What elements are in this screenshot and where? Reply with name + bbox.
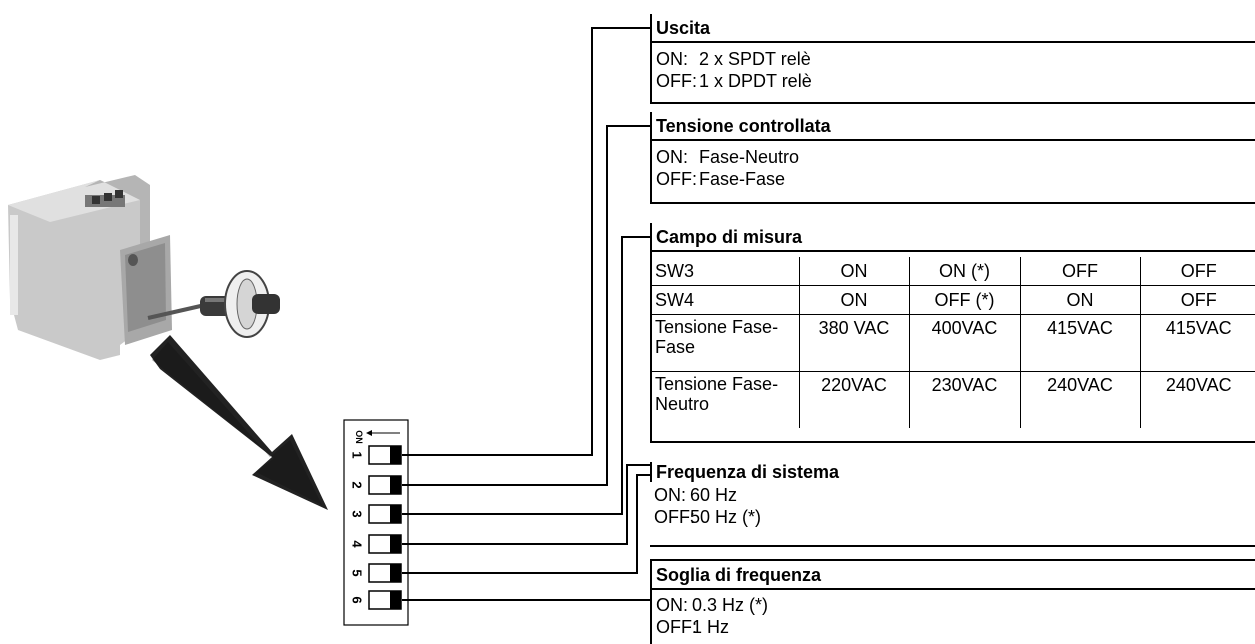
table-cell: 415VAC <box>1140 315 1255 372</box>
dip-switch-knob <box>390 505 401 523</box>
frequenza-option-off: OFF: 50 Hz (*) <box>654 506 1255 528</box>
option-key: OFF: <box>656 70 699 92</box>
option-value: 50 Hz (*) <box>690 506 761 528</box>
frequenza-option-on: ON: 60 Hz <box>654 484 1255 506</box>
section-soglia-title: Soglia di frequenza <box>652 559 1255 590</box>
uscita-options: ON: 2 x SPDT relè OFF: 1 x DPDT relè <box>652 43 1255 92</box>
option-value: Fase-Neutro <box>699 146 799 168</box>
dip-position-number: 1 <box>350 451 365 458</box>
soglia-option-on: ON: 0.3 Hz (*) <box>656 594 1255 616</box>
dip-switch-knob <box>390 535 401 553</box>
dip-position-number: 4 <box>350 540 365 548</box>
option-key: OFF: <box>656 168 699 190</box>
option-value: Fase-Fase <box>699 168 785 190</box>
table-cell: 240VAC <box>1020 372 1140 429</box>
section-frequenza-title: Frequenza di sistema <box>650 462 1255 482</box>
frequenza-options: ON: 60 Hz OFF: 50 Hz (*) <box>650 482 1255 528</box>
table-row: Tensione Fase-Neutro 220VAC 230VAC 240VA… <box>652 372 1255 429</box>
table-cell: OFF (*) <box>909 286 1020 315</box>
table-cell: 415VAC <box>1020 315 1140 372</box>
row-label-sw4: SW4 <box>652 286 799 315</box>
dip-switch-knob <box>390 591 401 609</box>
section-campo-di-misura: Campo di misura SW3 ON ON (*) OFF OFF SW… <box>650 223 1255 443</box>
table-cell: OFF <box>1140 286 1255 315</box>
connector-sw1 <box>402 28 650 455</box>
option-key: ON: <box>654 484 690 506</box>
dip-switch-knob <box>390 564 401 582</box>
option-value: 1 Hz <box>692 616 729 638</box>
row-label-sw3: SW3 <box>652 257 799 286</box>
section-uscita: Uscita ON: 2 x SPDT relè OFF: 1 x DPDT r… <box>650 14 1255 104</box>
option-value: 1 x DPDT relè <box>699 70 812 92</box>
table-cell: 220VAC <box>799 372 909 429</box>
dip-switch-knob <box>390 476 401 494</box>
table-cell: ON <box>799 286 909 315</box>
table-cell: 240VAC <box>1140 372 1255 429</box>
option-key: ON: <box>656 594 692 616</box>
option-key: OFF: <box>656 616 692 638</box>
dip-switch-knob <box>390 446 401 464</box>
option-key: OFF: <box>654 506 690 528</box>
table-cell: OFF <box>1020 257 1140 286</box>
tensione-options: ON: Fase-Neutro OFF: Fase-Fase <box>652 141 1255 190</box>
table-cell: ON <box>1020 286 1140 315</box>
option-value: 60 Hz <box>690 484 737 506</box>
measurement-range-table: SW3 ON ON (*) OFF OFF SW4 ON OFF (*) ON … <box>652 257 1255 428</box>
section-tensione-title: Tensione controllata <box>652 112 1255 141</box>
dip-position-number: 2 <box>350 481 365 488</box>
connector-lines <box>402 28 650 600</box>
connector-sw3 <box>402 237 650 514</box>
section-uscita-title: Uscita <box>652 14 1255 43</box>
dip-position-number: 6 <box>350 596 365 603</box>
table-cell: 400VAC <box>909 315 1020 372</box>
table-cell: ON (*) <box>909 257 1020 286</box>
dip-on-label: ON <box>354 430 364 444</box>
option-key: ON: <box>656 48 699 70</box>
dip-switch: ON 1 2 3 4 5 6 <box>344 420 408 625</box>
pointer-arrow <box>150 335 328 510</box>
dip-position-number: 5 <box>350 569 365 576</box>
table-row: SW3 ON ON (*) OFF OFF <box>652 257 1255 286</box>
uscita-option-off: OFF: 1 x DPDT relè <box>656 70 1255 92</box>
uscita-option-on: ON: 2 x SPDT relè <box>656 48 1255 70</box>
section-tensione-controllata: Tensione controllata ON: Fase-Neutro OFF… <box>650 112 1255 204</box>
connector-sw2 <box>402 126 650 485</box>
table-cell: OFF <box>1140 257 1255 286</box>
table-cell: 380 VAC <box>799 315 909 372</box>
table-cell: 230VAC <box>909 372 1020 429</box>
connector-sw5 <box>402 475 650 573</box>
tensione-option-off: OFF: Fase-Fase <box>656 168 1255 190</box>
tensione-option-on: ON: Fase-Neutro <box>656 146 1255 168</box>
option-value: 0.3 Hz (*) <box>692 594 768 616</box>
soglia-options: ON: 0.3 Hz (*) OFF: 1 Hz <box>652 590 1255 638</box>
table-row: SW4 ON OFF (*) ON OFF <box>652 286 1255 315</box>
section-frequenza-di-sistema: Frequenza di sistema ON: 60 Hz OFF: 50 H… <box>650 462 1255 547</box>
soglia-option-off: OFF: 1 Hz <box>656 616 1255 638</box>
table-row: Tensione Fase-Fase 380 VAC 400VAC 415VAC… <box>652 315 1255 372</box>
dip-position-number: 3 <box>350 510 365 517</box>
section-soglia-di-frequenza: Soglia di frequenza ON: 0.3 Hz (*) OFF: … <box>650 559 1255 644</box>
connector-sw4 <box>402 465 650 544</box>
section-campo-title: Campo di misura <box>652 223 1255 252</box>
option-value: 2 x SPDT relè <box>699 48 811 70</box>
option-key: ON: <box>656 146 699 168</box>
relay-device-illustration <box>8 175 172 360</box>
row-label-fase-fase: Tensione Fase-Fase <box>652 315 799 372</box>
row-label-fase-neutro: Tensione Fase-Neutro <box>652 372 799 429</box>
table-cell: ON <box>799 257 909 286</box>
